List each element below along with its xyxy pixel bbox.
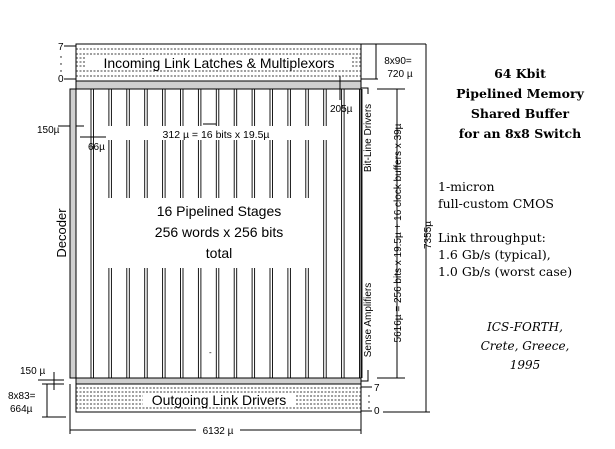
total-height-dimension: 7355µ (383, 44, 434, 413)
top-gray-bar (75, 80, 362, 90)
column-gap-label: 66µ (88, 142, 105, 153)
incoming-index-top: 7 (58, 42, 64, 53)
array-label-line-1: 16 Pipelined Stages (157, 203, 282, 219)
outgoing-height-dimension: 8x83= 664µ (8, 383, 71, 434)
incoming-index-markers: 7 0 (58, 42, 76, 85)
credit-block: ICS-FORTH, Crete, Greece, 1995 (470, 318, 580, 375)
bit-line-drivers-label: Bit-Line Drivers (363, 104, 374, 172)
outgoing-index-top: 7 (374, 383, 380, 394)
bottom-gap-label: 150 µ (20, 366, 45, 377)
incoming-height-label-1: 8x90= (384, 56, 412, 67)
decoder-width-label: 150µ (37, 125, 60, 136)
bit-line-drivers-label-group: Bit-Line Drivers (361, 87, 374, 172)
process-line-2: full-custom CMOS (438, 196, 554, 211)
svg-text:-: - (209, 348, 212, 357)
incoming-link-latches-block: Incoming Link Latches & Multiplexors (75, 43, 362, 82)
bottom-gap-dimension: 150 µ (20, 366, 64, 390)
total-width-dimension: 6132 µ (70, 412, 362, 437)
array-height-label: 5616µ = 256 bits x 19.5µ + 16 clock buff… (393, 123, 404, 342)
technology-notes: 1-micron full-custom CMOS Link throughpu… (438, 178, 572, 280)
total-height-label: 7355µ (423, 221, 434, 249)
column-width-dimension: 312 µ = 16 bits x 19.5µ (163, 123, 270, 141)
outgoing-index-markers: 7 0 (361, 383, 380, 417)
title-line-4: for an 8x8 Switch (458, 126, 582, 141)
throughput-typical: 1.6 Gb/s (typical), (438, 247, 551, 262)
credit-line-2: Crete, Greece, (480, 339, 570, 353)
process-line-1: 1-micron (438, 179, 495, 194)
title-line-3: Shared Buffer (470, 106, 570, 121)
decoder-width-dimension: 150µ (37, 125, 84, 136)
throughput-worst: 1.0 Gb/s (worst case) (438, 264, 573, 279)
credit-line-3: 1995 (509, 358, 541, 372)
outgoing-index-bottom: 0 (374, 406, 380, 417)
outgoing-link-drivers-block: Outgoing Link Drivers (75, 383, 362, 413)
bottom-gray-bar (75, 377, 362, 385)
diagram-title: 64 Kbit Pipelined Memory Shared Buffer f… (430, 64, 610, 144)
array-label-line-3: total (206, 245, 232, 261)
decoder-block: Decoder (54, 88, 77, 379)
incoming-height-dimension: 8x90= 720 µ (361, 43, 426, 80)
throughput-label: Link throughput: (438, 230, 546, 245)
title-line-2: Pipelined Memory (456, 86, 584, 101)
top-gap-label: 205µ (330, 104, 353, 115)
incoming-height-label-2: 720 µ (387, 69, 412, 80)
total-width-label: 6132 µ (203, 426, 234, 437)
outgoing-block-label: Outgoing Link Drivers (152, 392, 287, 408)
decoder-label: Decoder (54, 208, 69, 258)
column-width-label: 312 µ = 16 bits x 19.5µ (163, 129, 270, 141)
outgoing-height-label-1: 8x83= (8, 391, 36, 402)
top-gap-dimension: 205µ (330, 76, 353, 115)
array-label-line-2: 256 words x 256 bits (155, 224, 283, 240)
sense-amplifiers-label: Sense Amplifiers (363, 283, 374, 357)
incoming-block-label: Incoming Link Latches & Multiplexors (103, 55, 334, 71)
column-gap-dimension: 66µ (80, 136, 106, 153)
credit-line-1: ICS-FORTH, (487, 320, 563, 334)
memory-array: 16 Pipelined Stages 256 words x 256 bits… (75, 88, 363, 379)
array-height-dimension: 5616µ = 256 bits x 19.5µ + 16 clock buff… (377, 88, 405, 379)
title-line-1: 64 Kbit (494, 66, 546, 81)
incoming-index-bottom: 0 (58, 74, 64, 85)
outgoing-height-label-2: 664µ (10, 404, 33, 415)
sense-amplifiers-label-group: Sense Amplifiers (361, 283, 374, 382)
